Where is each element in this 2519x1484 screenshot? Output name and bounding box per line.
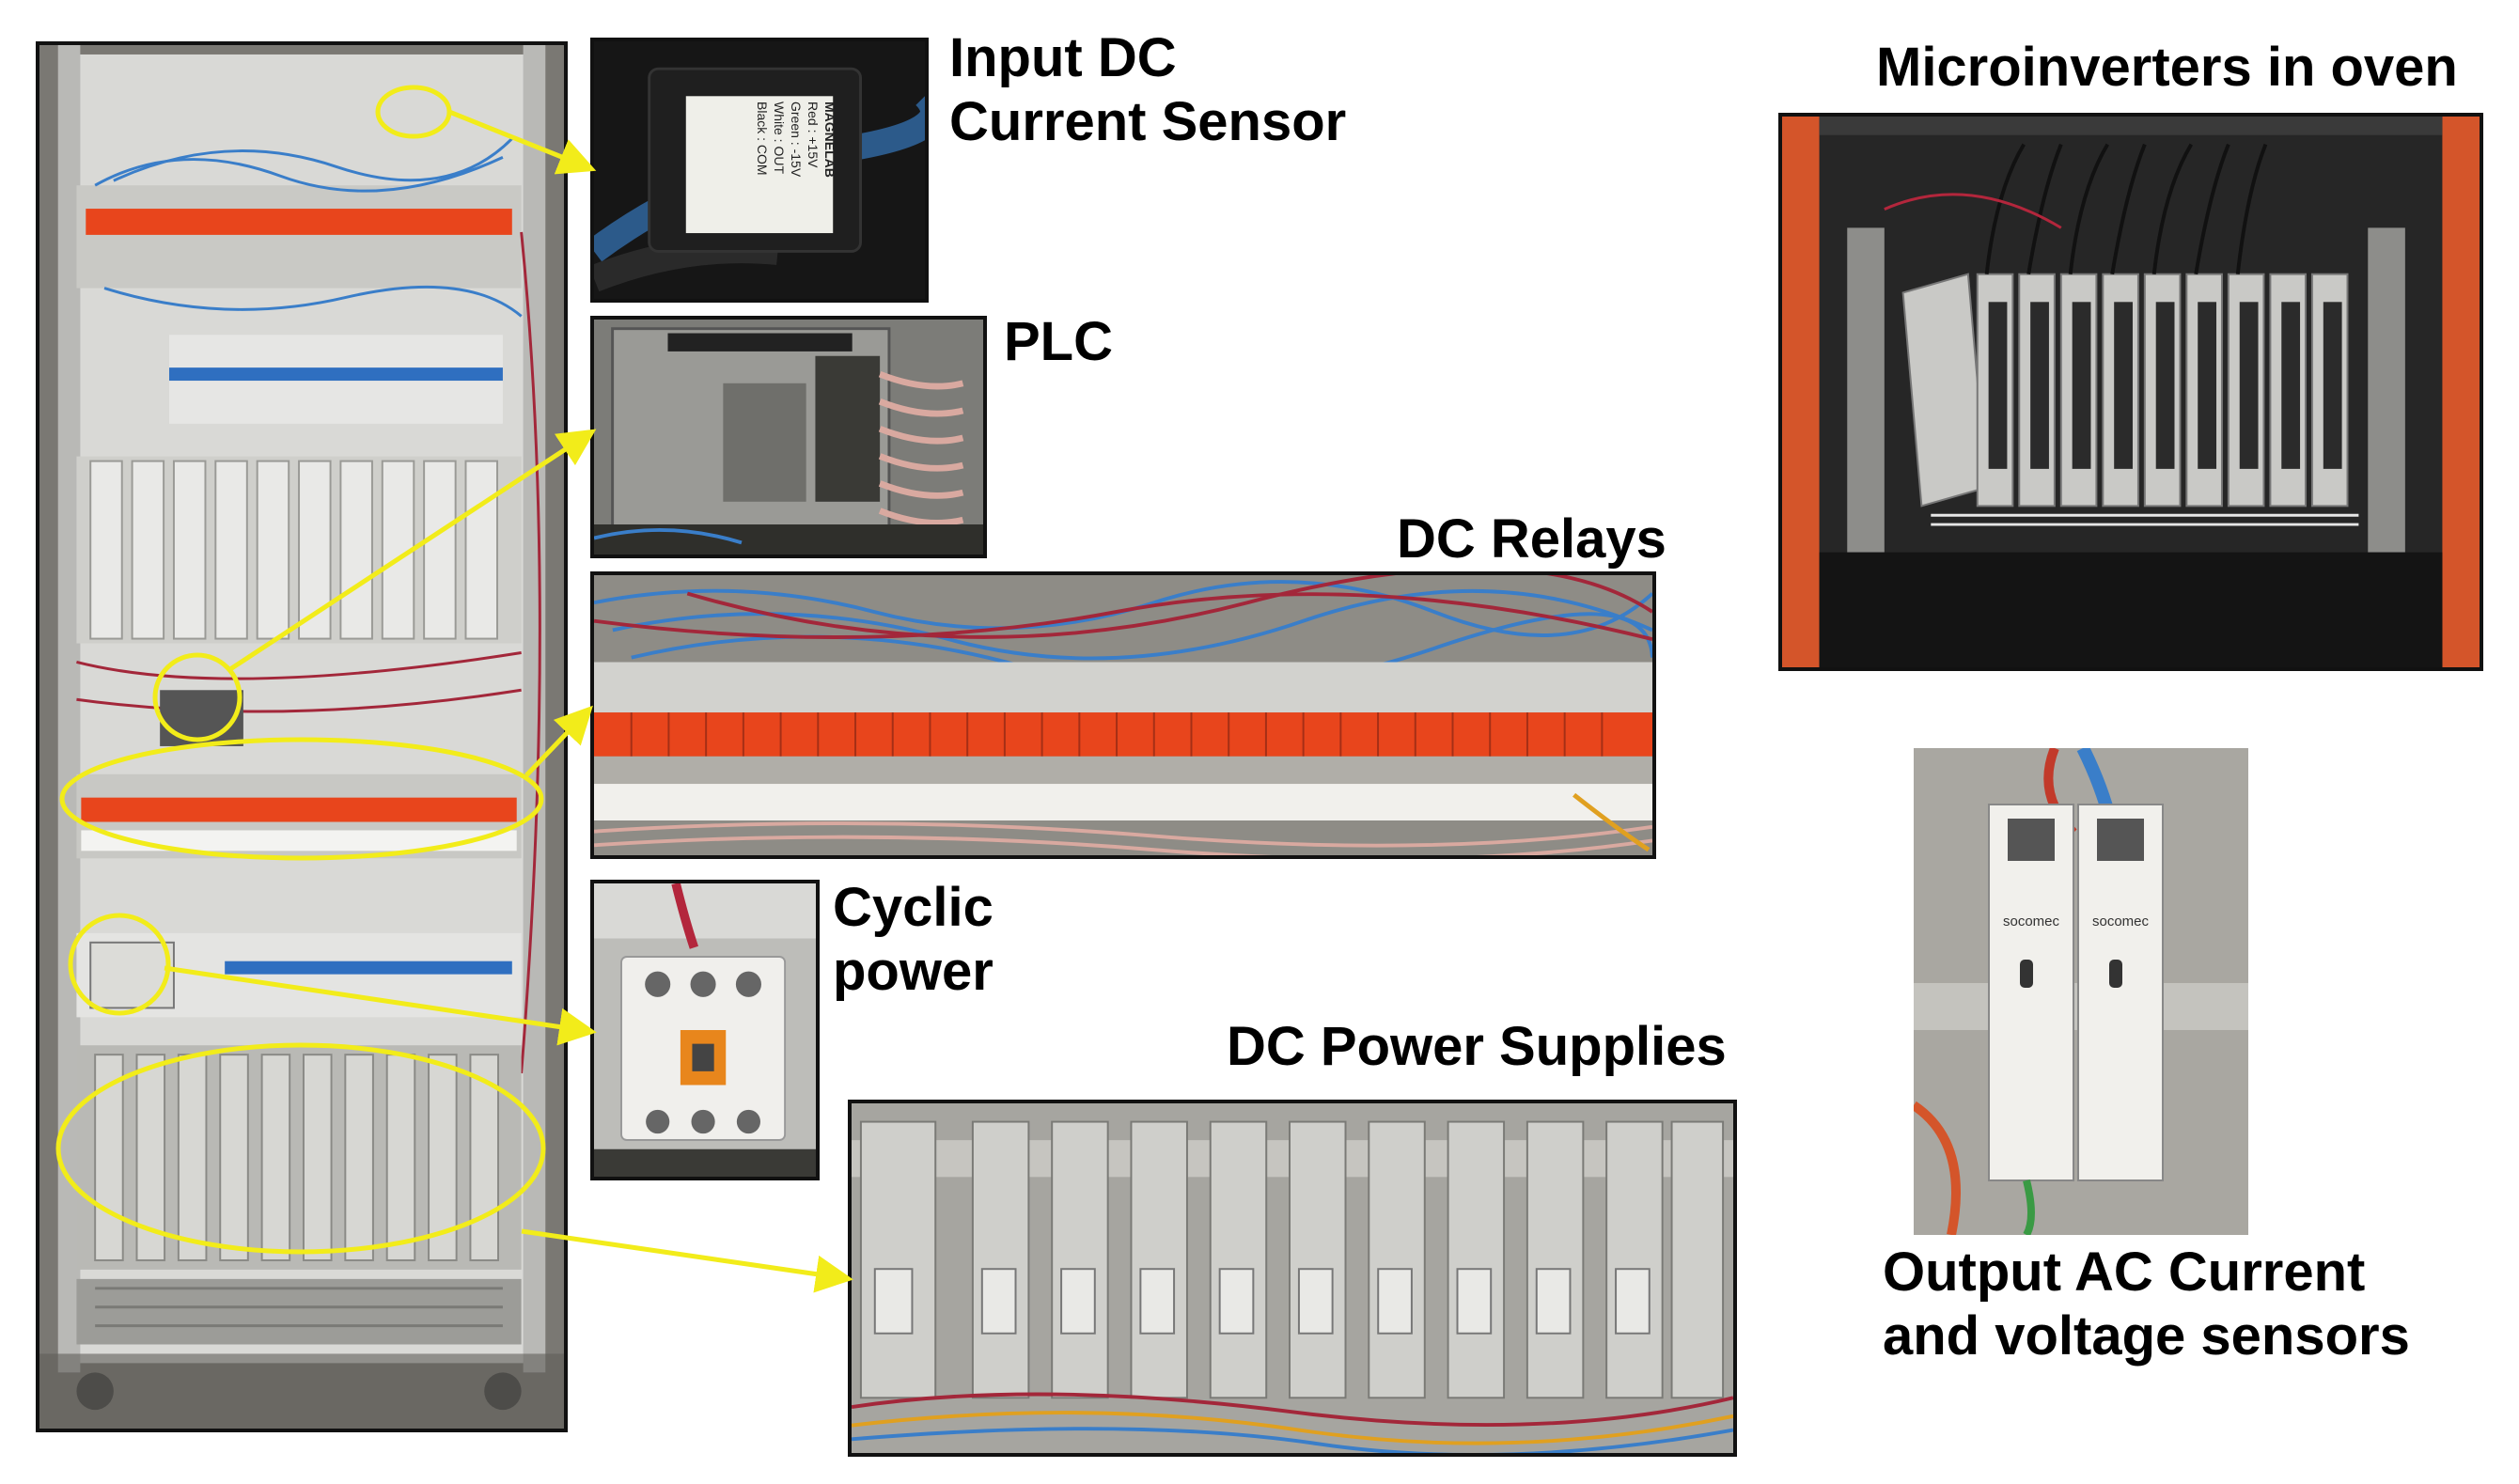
dc-relays-illustration (594, 575, 1652, 855)
dc-relays-photo (590, 571, 1656, 859)
dc-power-supplies-illustration (852, 1103, 1733, 1453)
label-cyclic-line1: Cyclic (833, 877, 994, 938)
ac-sensor-brand-left: socomec (2002, 914, 2060, 929)
cyclic-power-photo (590, 880, 820, 1180)
label-cyclic-line2: power (833, 941, 994, 1002)
microinverters-photo (1778, 113, 2483, 671)
label-output-line1: Output AC Current (1883, 1242, 2366, 1303)
cyclic-power-illustration (594, 883, 816, 1177)
label-cyclic-power: Cyclic power (833, 876, 994, 1004)
label-microinverters: Microinverters in oven (1876, 37, 2458, 98)
sensor-pin-white: White : OUT (772, 102, 787, 175)
input-dc-sensor-illustration (594, 41, 925, 299)
plc-photo (590, 316, 987, 558)
label-dc-power-supplies: DC Power Supplies (1227, 1016, 1727, 1077)
sensor-pin-black: Black : COM (755, 102, 770, 176)
label-output-line2: and voltage sensors (1883, 1305, 2410, 1367)
label-input-dc-line2: Current Sensor (949, 91, 1347, 152)
output-ac-sensors-illustration (1914, 748, 2248, 1235)
arrow-to-power-supplies (521, 1228, 853, 1293)
label-dc-relays: DC Relays (1397, 508, 1666, 570)
input-dc-sensor-photo: MAGNELAB Red : +15V Green : -15V White :… (590, 38, 929, 303)
ac-sensor-brand-right: socomec (2091, 914, 2150, 929)
cabinet-photo (36, 41, 568, 1432)
output-ac-sensors-photo: socomec socomec (1914, 748, 2248, 1235)
plc-illustration (594, 320, 983, 555)
sensor-pin-green: Green : -15V (789, 102, 804, 178)
sensor-pin-red: Red : +15V (806, 102, 821, 168)
label-output-ac-sensors: Output AC Current and voltage sensors (1883, 1241, 2410, 1368)
microinverters-illustration (1782, 117, 2480, 667)
label-input-dc-sensor: Input DC Current Sensor (949, 26, 1346, 154)
sensor-label-sticker: MAGNELAB Red : +15V Green : -15V White :… (697, 102, 838, 242)
label-input-dc-line1: Input DC (949, 27, 1177, 88)
label-plc: PLC (1004, 311, 1113, 372)
sensor-brand: MAGNELAB (822, 102, 837, 178)
cabinet-illustration (39, 45, 564, 1429)
dc-power-supplies-photo (848, 1100, 1737, 1457)
